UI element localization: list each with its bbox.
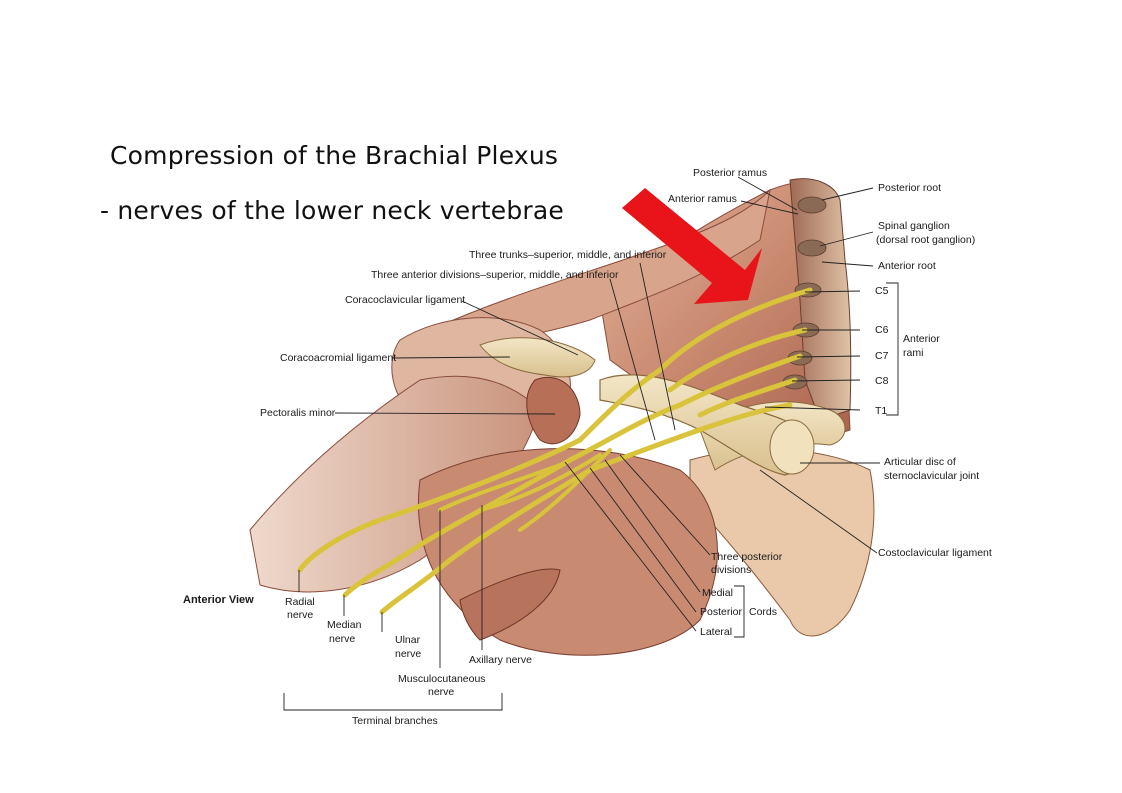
label-anterior-rami-2: rami: [903, 347, 923, 359]
label-posterior-root: Posterior root: [878, 182, 941, 194]
label-sternoclavicular-joint: sternoclavicular joint: [884, 470, 979, 482]
arm-muscle-strip: [459, 568, 561, 641]
label-c7: C7: [875, 350, 889, 362]
slide-subtitle: - nerves of the lower neck vertebrae: [100, 196, 565, 225]
sternoclavicular-joint: [769, 419, 815, 475]
label-anterior-view: Anterior View: [183, 594, 254, 606]
label-posterior-cord: Posterior: [700, 606, 743, 618]
label-radial-nerve: Radial: [285, 596, 315, 608]
label-articular-disc: Articular disc of: [884, 456, 956, 468]
label-radial-nerve-2: nerve: [287, 609, 313, 621]
label-c6: C6: [875, 324, 889, 336]
label-musculocutaneous-nerve-2: nerve: [428, 686, 454, 698]
label-c8: C8: [875, 375, 889, 387]
label-terminal-branches: Terminal branches: [352, 715, 438, 727]
coracoid: [479, 337, 596, 378]
compression-arrow: [622, 188, 762, 304]
label-pectoralis-minor: Pectoralis minor: [260, 407, 336, 419]
labels: Posterior ramus Anterior ramus Posterior…: [183, 167, 992, 727]
label-three-anterior-divisions: Three anterior divisions–superior, middl…: [371, 269, 619, 281]
label-coracoclavicular-ligament: Coracoclavicular ligament: [345, 294, 465, 306]
label-anterior-rami: Anterior: [903, 333, 940, 345]
label-ulnar-nerve: Ulnar: [395, 634, 421, 646]
pectoralis-minor-muscle: [526, 377, 581, 445]
slide-title: Compression of the Brachial Plexus: [110, 141, 559, 170]
brachial-plexus-nerves: [297, 287, 813, 615]
label-dorsal-root-ganglion: (dorsal root ganglion): [876, 234, 975, 246]
label-medial-cord: Medial: [702, 587, 733, 599]
label-spinal-ganglion: Spinal ganglion: [878, 220, 950, 232]
label-musculocutaneous-nerve: Musculocutaneous: [398, 673, 486, 685]
label-coracoacromial-ligament: Coracoacromial ligament: [280, 352, 396, 364]
label-three-posterior-divisions: Three posterior: [711, 551, 783, 563]
label-ulnar-nerve-2: nerve: [395, 648, 421, 660]
label-cords: Cords: [749, 606, 777, 618]
label-lateral-cord: Lateral: [700, 626, 732, 638]
label-c5: C5: [875, 285, 889, 297]
label-t1: T1: [875, 405, 887, 417]
label-posterior-ramus: Posterior ramus: [693, 167, 767, 179]
label-anterior-ramus: Anterior ramus: [668, 193, 737, 205]
label-axillary-nerve: Axillary nerve: [469, 654, 532, 666]
label-costoclavicular-ligament: Costoclavicular ligament: [878, 547, 992, 559]
label-median-nerve: Median: [327, 619, 362, 631]
chest-wall: [689, 448, 875, 637]
label-three-trunks: Three trunks–superior, middle, and infer…: [469, 249, 667, 261]
leader-lines: [283, 176, 899, 711]
label-three-posterior-divisions-2: divisions: [711, 564, 751, 576]
label-median-nerve-2: nerve: [329, 633, 355, 645]
anatomy-drawing: [249, 178, 875, 656]
label-anterior-root: Anterior root: [878, 260, 936, 272]
